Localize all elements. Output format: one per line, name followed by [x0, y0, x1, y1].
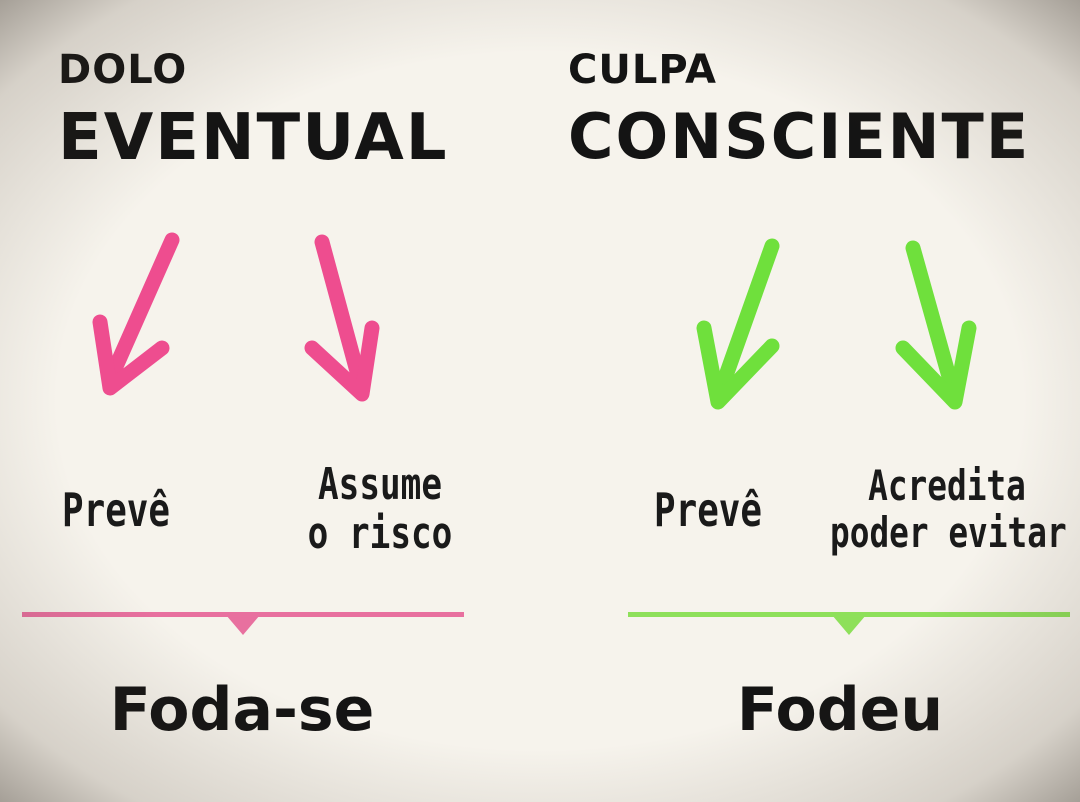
green-bracket-line — [628, 603, 1070, 639]
acredita-poder-evitar-label: Acredita poder evitar — [830, 461, 1067, 558]
preve-label: Prevê — [61, 483, 171, 537]
green-arrow-icon — [680, 230, 790, 420]
o-risco-line: o risco — [307, 508, 453, 560]
consciente-title: CONSCIENTE — [568, 100, 1031, 173]
assume-risco-label: Assume o risco — [263, 460, 497, 559]
pink-arrow-icon — [290, 230, 400, 420]
fodeu-conclusion: Fodeu — [736, 675, 944, 745]
acredita-line: Acredita — [868, 461, 1026, 510]
pink-bracket-line — [22, 603, 464, 639]
foda-se-conclusion: Foda-se — [109, 675, 375, 745]
preve-label: Prevê — [653, 483, 763, 537]
pink-arrow-icon — [80, 230, 190, 420]
culpa-title: CULPA — [568, 47, 717, 93]
dolo-eventual-panel: DOLO EVENTUAL Prevê Assume o risco Foda-… — [22, 47, 497, 745]
assume-line: Assume — [318, 459, 442, 510]
culpa-consciente-panel: CULPA CONSCIENTE Prevê Acredita poder ev… — [540, 0, 1080, 802]
eventual-title: EVENTUAL — [58, 101, 449, 175]
green-arrow-icon — [895, 230, 1005, 420]
dolo-title: DOLO — [58, 47, 188, 93]
poder-evitar-line: poder evitar — [830, 508, 1067, 558]
